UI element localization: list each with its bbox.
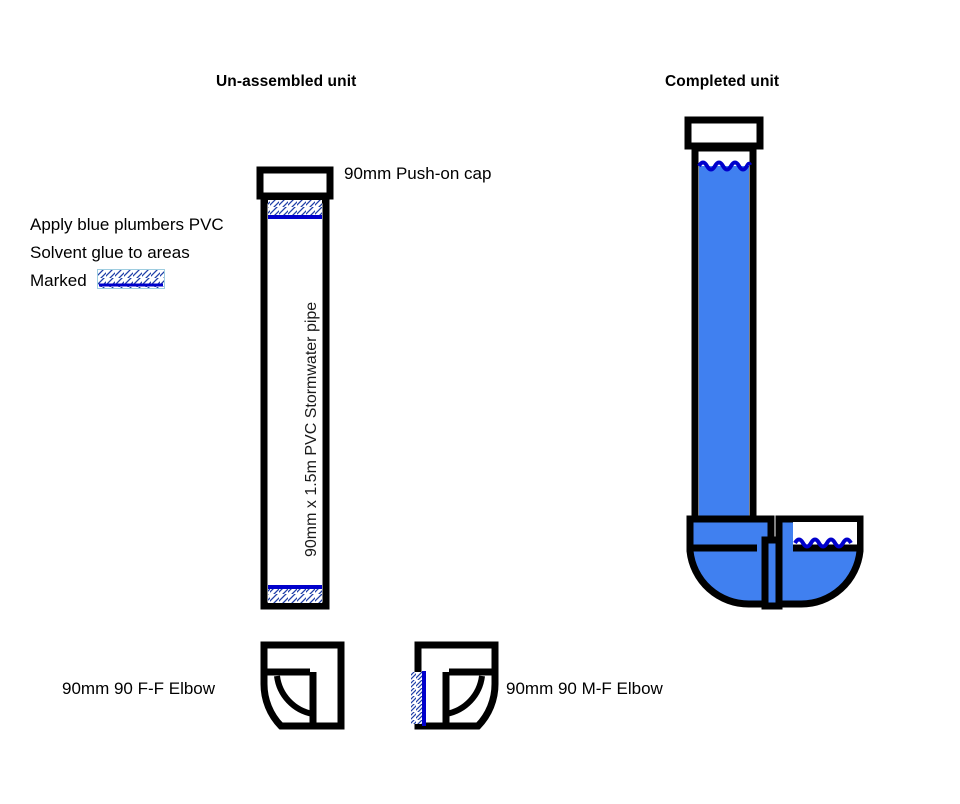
cap-body bbox=[256, 166, 334, 200]
riser-glue-wave bbox=[697, 160, 752, 172]
completed-assembly bbox=[684, 116, 864, 610]
label-push-on-cap: 90mm Push-on cap bbox=[344, 164, 492, 183]
completed-right-glue-wave bbox=[793, 537, 853, 549]
glue-note-line-2: Solvent glue to areas bbox=[30, 243, 190, 262]
unassembled-assembly bbox=[256, 166, 499, 730]
label-elbow-mf: 90mm 90 M-F Elbow bbox=[506, 679, 663, 698]
elbow-ff-body bbox=[260, 641, 345, 730]
glue-band-bottom-hatch bbox=[268, 589, 322, 603]
completed-cap bbox=[684, 116, 764, 150]
elbow-ff-inner-curve bbox=[274, 675, 314, 717]
glue-note-line-3-row: Marked bbox=[30, 267, 224, 298]
riser-fill bbox=[699, 166, 749, 532]
glue-note-line-1: Apply blue plumbers PVC bbox=[30, 215, 224, 234]
heading-unassembled-unit: Un-assembled unit bbox=[216, 73, 357, 90]
elbow-mf-inner-curve bbox=[445, 675, 485, 717]
label-stormwater-pipe: 90mm x 1.5m PVC Stormwater pipe bbox=[303, 301, 320, 557]
elbow-ff-part bbox=[260, 641, 345, 730]
stormwater-pipe-part bbox=[260, 196, 330, 610]
glue-band-top-hatch bbox=[268, 200, 322, 216]
completed-elbow-right bbox=[775, 515, 864, 608]
pipe-body bbox=[260, 196, 330, 610]
heading-completed-unit: Completed unit bbox=[665, 73, 780, 90]
elbow-mf-part bbox=[411, 641, 499, 730]
completed-left-elbow-body bbox=[686, 515, 775, 608]
push-on-cap-part bbox=[256, 166, 334, 200]
hatched-glue-swatch bbox=[97, 269, 166, 298]
elbow-mf-body bbox=[414, 641, 499, 730]
completed-elbow-left bbox=[686, 515, 775, 608]
hatched-glue-swatch-icon bbox=[97, 269, 166, 289]
glue-instruction-note: Apply blue plumbers PVC Solvent glue to … bbox=[30, 211, 224, 298]
label-elbow-ff: 90mm 90 F-F Elbow bbox=[62, 679, 216, 698]
elbow-mf-spigot-hatch bbox=[411, 672, 425, 724]
glue-note-line-3: Marked bbox=[30, 271, 87, 290]
